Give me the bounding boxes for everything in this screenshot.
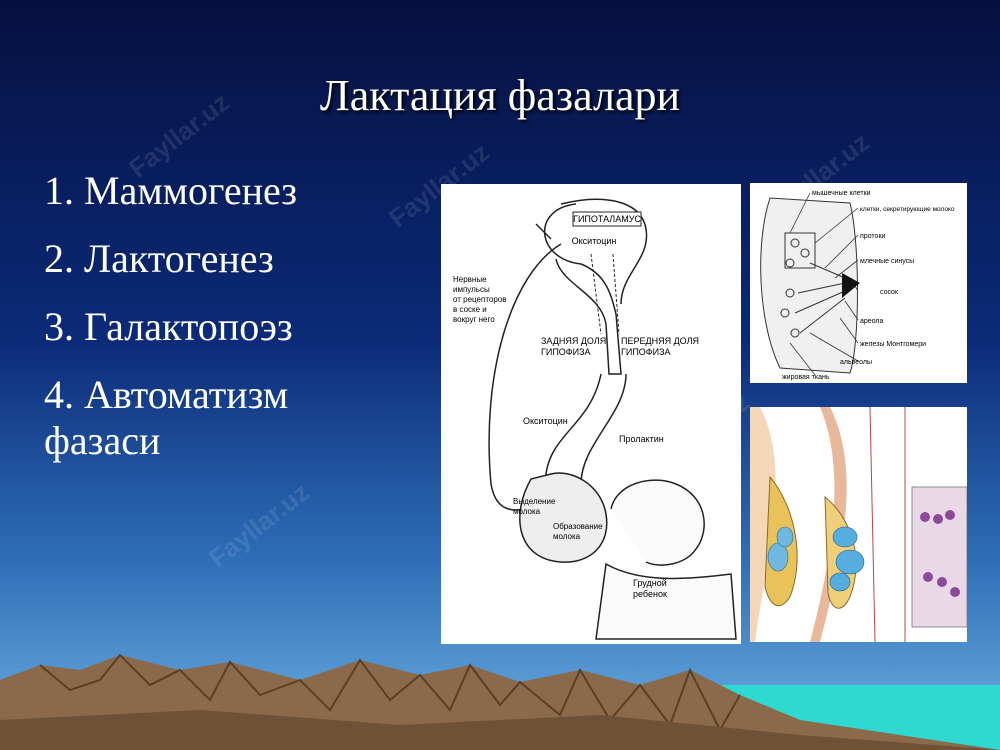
anatomy-label: протоки (860, 233, 886, 240)
infant-head (610, 479, 705, 566)
oxytocin-top-label: Окситоцин (572, 236, 617, 246)
oxytocin-mid-label: Окситоцин (523, 416, 568, 426)
nerve-label: в соске и (453, 305, 487, 314)
infant-label: Грудной (633, 578, 667, 588)
anatomy-svg: мышечные клетки клетки, секретирующие мо… (760, 190, 955, 381)
mountain-landscape (0, 653, 1000, 750)
anatomy-label: жировая ткань (782, 374, 830, 381)
cross-section-svg (750, 406, 968, 643)
watermark: Fayllar.uz (203, 476, 315, 574)
hypothalamus-label: ГИПОТАЛАМУС (573, 214, 641, 224)
list-item: 3. Галактопоэз (44, 304, 293, 349)
breast-anatomy-diagram: мышечные клетки клетки, секретирующие мо… (750, 183, 967, 383)
list-item: 4. Автоматизм фазаси (44, 372, 289, 463)
anatomy-label: альвеолы (840, 359, 872, 366)
breast-shape (519, 472, 608, 563)
anatomy-label: ареола (860, 318, 884, 325)
phase-list: 1. Маммогенез 2. Лактогенез 3. Галактопо… (44, 168, 404, 486)
infant-body (595, 562, 737, 640)
anterior-pituitary-label: ГИПОФИЗА (621, 347, 671, 357)
nerve-label: от рецепторов (453, 295, 507, 304)
anatomy-label: железы Монтгомери (860, 341, 926, 348)
nerve-label: Нервные (453, 275, 487, 284)
hypothalamus-box (572, 211, 642, 227)
infant-label: ребенок (633, 589, 667, 599)
anatomy-label: сосок (880, 289, 899, 296)
anatomy-label: млечные синусы (860, 258, 914, 265)
formation-label: Образование (553, 522, 603, 531)
lactation-reflex-diagram: ГИПОТАЛАМУС Окситоцин Нервные импульсы о… (441, 184, 741, 644)
anatomy-label: мышечные клетки (812, 190, 871, 197)
formation-label: молока (553, 532, 581, 541)
nerve-label: вокруг него (453, 315, 495, 324)
ejection-label: молока (513, 507, 541, 516)
nerve-label: импульсы (453, 285, 490, 294)
posterior-pituitary-label: ГИПОФИЗА (541, 347, 591, 357)
reflex-diagram-svg: ГИПОТАЛАМУС Окситоцин Нервные импульсы о… (453, 198, 737, 640)
breast-cross-section-illustration (750, 406, 968, 643)
anterior-pituitary-label: ПЕРЕДНЯЯ ДОЛЯ (621, 336, 699, 346)
ejection-label: Выделение (513, 497, 556, 506)
posterior-pituitary-label: ЗАДНЯЯ ДОЛЯ (541, 336, 606, 346)
anatomy-label: клетки, секретирующие молоко (860, 206, 955, 213)
slide-title: Лактация фазалари (319, 71, 681, 120)
list-item: 2. Лактогенез (44, 236, 274, 281)
prolactin-label: Пролактин (619, 434, 664, 444)
list-item: 1. Маммогенез (44, 168, 298, 213)
